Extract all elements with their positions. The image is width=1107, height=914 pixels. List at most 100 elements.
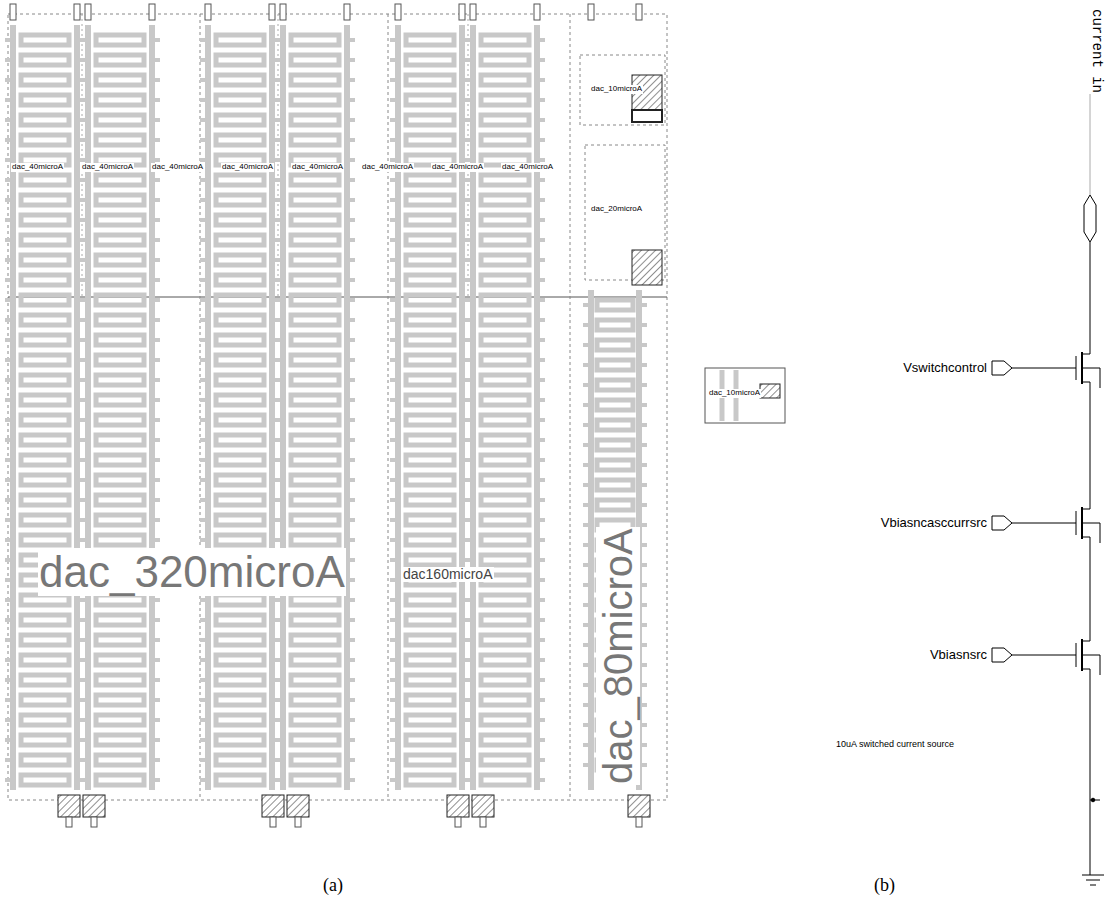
- resistor-tab: [465, 318, 473, 322]
- resistor-tab: [5, 158, 13, 162]
- resistor-finger: [406, 775, 454, 785]
- resistor-finger: [21, 535, 69, 545]
- resistor-tab: [347, 258, 355, 262]
- resistor-tab: [390, 758, 398, 762]
- resistor-tab: [152, 778, 160, 782]
- resistor-tab: [152, 698, 160, 702]
- resistor-tab: [583, 643, 591, 647]
- resistor-tab: [200, 338, 208, 342]
- resistor-tab: [465, 178, 473, 182]
- resistor-tab: [5, 458, 13, 462]
- resistor-tab: [465, 678, 473, 682]
- resistor-tab: [152, 378, 160, 382]
- resistor-finger: [21, 395, 69, 405]
- resistor-finger: [406, 355, 454, 365]
- resistor-tab: [80, 218, 88, 222]
- resistor-finger: [216, 735, 264, 745]
- resistor-tab: [152, 458, 160, 462]
- resistor-finger: [481, 515, 529, 525]
- resistor-tab: [347, 198, 355, 202]
- resistor-tab: [80, 678, 88, 682]
- pin-name: Vbiasnsrc: [929, 648, 988, 662]
- resistor-tab: [200, 518, 208, 522]
- resistor-tab: [583, 363, 591, 367]
- resistor-tab: [390, 178, 398, 182]
- resistor-tab: [5, 58, 13, 62]
- resistor-tab: [583, 323, 591, 327]
- resistor-finger: [21, 135, 69, 145]
- resistor-tab: [200, 298, 208, 302]
- metal-pin: [10, 4, 16, 20]
- resistor-finger: [216, 515, 264, 525]
- resistor-finger: [406, 715, 454, 725]
- resistor-tab: [583, 743, 591, 747]
- resistor-tab: [347, 718, 355, 722]
- resistor-tab: [347, 318, 355, 322]
- resistor-tab: [390, 578, 398, 582]
- resistor-tab: [347, 558, 355, 562]
- resistor-tab: [5, 278, 13, 282]
- resistor-finger: [216, 715, 264, 725]
- resistor-finger: [597, 300, 633, 310]
- resistor-finger: [96, 375, 144, 385]
- resistor-tab: [275, 458, 283, 462]
- resistor-tab: [583, 383, 591, 387]
- resistor-finger: [21, 675, 69, 685]
- resistor-tab: [347, 518, 355, 522]
- resistor-tab: [639, 743, 647, 747]
- resistor-tab: [5, 438, 13, 442]
- resistor-finger: [21, 475, 69, 485]
- resistor-tab: [275, 658, 283, 662]
- resistor-tab: [5, 598, 13, 602]
- resistor-finger: [21, 295, 69, 305]
- resistor-finger: [291, 255, 339, 265]
- resistor-tab: [347, 118, 355, 122]
- resistor-tab: [347, 158, 355, 162]
- resistor-finger: [96, 535, 144, 545]
- resistor-finger: [406, 55, 454, 65]
- resistor-tab: [390, 358, 398, 362]
- resistor-finger: [406, 115, 454, 125]
- resistor-tab: [390, 418, 398, 422]
- resistor-tab: [639, 303, 647, 307]
- resistor-tab: [275, 478, 283, 482]
- resistor-tab: [200, 498, 208, 502]
- resistor-tab: [583, 523, 591, 527]
- resistor-finger: [291, 415, 339, 425]
- resistor-finger: [96, 515, 144, 525]
- resistor-tab: [537, 158, 545, 162]
- resistor-tab: [639, 483, 647, 487]
- resistor-finger: [291, 75, 339, 85]
- resistor-finger: [291, 655, 339, 665]
- resistor-finger: [597, 500, 633, 510]
- resistor-finger: [597, 320, 633, 330]
- resistor-finger: [291, 475, 339, 485]
- contact-pad: [628, 795, 650, 817]
- resistor-tab: [347, 598, 355, 602]
- resistor-finger: [291, 355, 339, 365]
- resistor-finger: [481, 655, 529, 665]
- resistor-finger: [597, 440, 633, 450]
- resistor-tab: [347, 418, 355, 422]
- resistor-tab: [200, 38, 208, 42]
- resistor-tab: [5, 498, 13, 502]
- resistor-tab: [5, 98, 13, 102]
- body: [1100, 368, 1101, 388]
- resistor-finger: [216, 455, 264, 465]
- resistor-finger: [406, 195, 454, 205]
- resistor-tab: [200, 78, 208, 82]
- resistor-tab: [152, 518, 160, 522]
- resistor-finger: [481, 415, 529, 425]
- resistor-finger: [96, 415, 144, 425]
- resistor-tab: [537, 278, 545, 282]
- resistor-tab: [390, 78, 398, 82]
- resistor-finger: [291, 755, 339, 765]
- resistor-finger: [481, 775, 529, 785]
- resistor-tab: [639, 583, 647, 587]
- resistor-tab: [275, 278, 283, 282]
- resistor-tab: [465, 338, 473, 342]
- resistor-tab: [347, 538, 355, 542]
- resistor-finger: [216, 695, 264, 705]
- resistor-tab: [465, 438, 473, 442]
- resistor-finger: [216, 415, 264, 425]
